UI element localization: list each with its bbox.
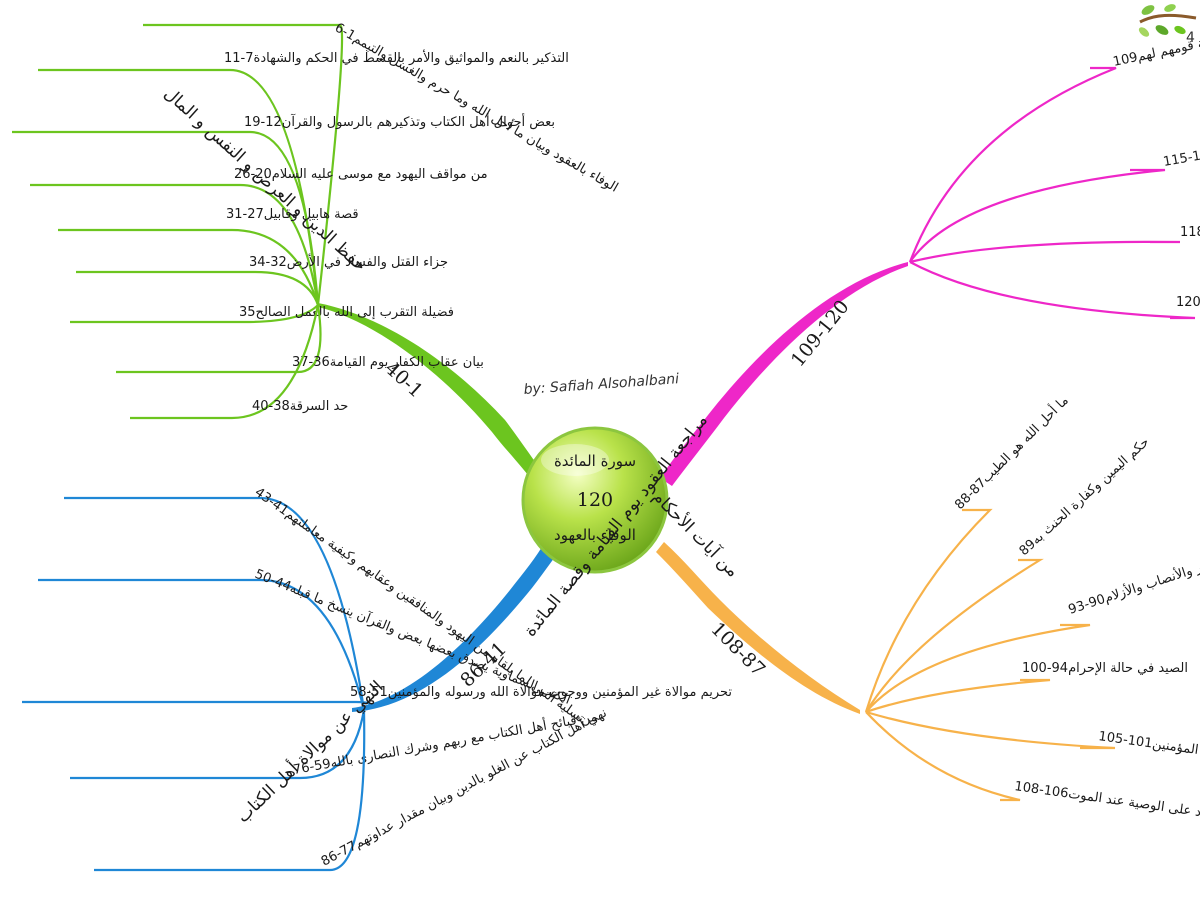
leaf-label-br-5: الإشهاد على الوصية عند الموت106-108 [1013,779,1200,825]
central-node: سورة المائدة 120 الوفاء بالعهود [521,426,669,574]
leaf-line-tl-0 [143,23,344,306]
leaf-line-bl-0 [64,496,366,711]
leaf-line-br-3 [865,678,1051,714]
leaf-line-br-2 [865,623,1091,713]
branch-ribbon-br [656,542,860,714]
branch-ribbon-tl [318,303,548,488]
leaf-line-br-4 [865,710,1116,750]
leaf-line-tl-7 [116,304,322,374]
leaf-label-tl-8: حد السرقة38-40 [252,399,348,414]
leaf-line-bl-1 [38,578,366,711]
center-title: سورة المائدة [554,452,636,470]
leaf-line-tl-6 [70,304,319,324]
leaf-label-tl-2: بعض أحوال أهل الكتاب وتذكيرهم بالرسول وا… [244,113,555,130]
leaf-label-tl-5: جزاء القتل والفساد في الأرض32-34 [249,253,448,270]
leaf-label-br-4: الرد على ضلالات أهل الجاهلية وإرشاد المؤ… [1097,727,1200,787]
leaf-line-tl-3 [30,183,320,306]
page-number: 4 [1186,30,1195,46]
leaf-label-br-3: الصيد في حالة الإحرام94-100 [1022,661,1188,676]
branch-ribbon-bl [352,540,560,712]
leaf-label-tr-2: محاورة بين الله سبحانه وعيسى عليه السلام… [1180,225,1200,240]
leaf-line-br-1 [865,558,1044,713]
leaf-line-tr-1 [909,168,1166,263]
leaf-label-tl-4: قصة هابيل وقابيل27-31 [226,207,359,222]
leaf-label-tl-1: التذكير بالنعم والمواثيق والأمر بالقسط ف… [224,49,569,66]
branch-title-br: من آيات الأحكام [648,486,744,582]
leaf-label-bl-2: تحريم موالاة غير المؤمنين ووجوب موالاة ا… [350,685,732,700]
author-credit: by: Safiah Alsohalbani [523,371,679,398]
leaf-line-br-5 [865,711,1021,802]
leaf-label-tr-3: جزاء الصادقين يوم القيامة وبعض دلائل قدر… [1176,295,1200,310]
leaf-label-br-1: حكم اليمين وكفارة الحنث به89 [1017,435,1153,559]
leaf-label-br-2: النهي عن الخمر والميسر والأنصاب والأزلام… [1066,519,1200,618]
leaf-line-bl-3 [70,709,366,780]
leaf-line-br-0 [864,508,993,713]
leaf-label-tl-7: بيان عقاب الكفار يوم القيامة36-37 [292,355,484,370]
leaf-line-tl-2 [12,130,320,306]
tree-branch-icon [1138,4,1197,37]
branch-ribbon-tr [660,262,908,486]
leaf-line-tl-4 [58,228,320,306]
leaf-line-tr-2 [909,240,1181,264]
leaf-line-bl-4 [94,709,366,872]
leaf-label-tl-6: فضيلة التقرب إلى الله بالعمل الصالح35 [239,305,454,320]
leaf-line-tl-5 [76,270,320,306]
center-subtitle: الوفاء بالعهود [554,526,636,544]
leaf-line-tr-0 [908,66,1117,263]
leaf-line-tl-8 [130,304,320,420]
leaf-line-bl-2 [22,700,372,711]
center-count: 120 [577,489,613,511]
leaf-line-tr-3 [909,261,1196,320]
leaf-label-br-0: ما أحل الله هو الطيب87-88 [951,392,1072,513]
leaf-label-tl-3: من مواقف اليهود مع موسى عليه السلام20-26 [234,167,488,182]
leaf-label-tr-1: معجزات عيسى عليه السلام وقصة المائدة110-… [1162,107,1200,170]
